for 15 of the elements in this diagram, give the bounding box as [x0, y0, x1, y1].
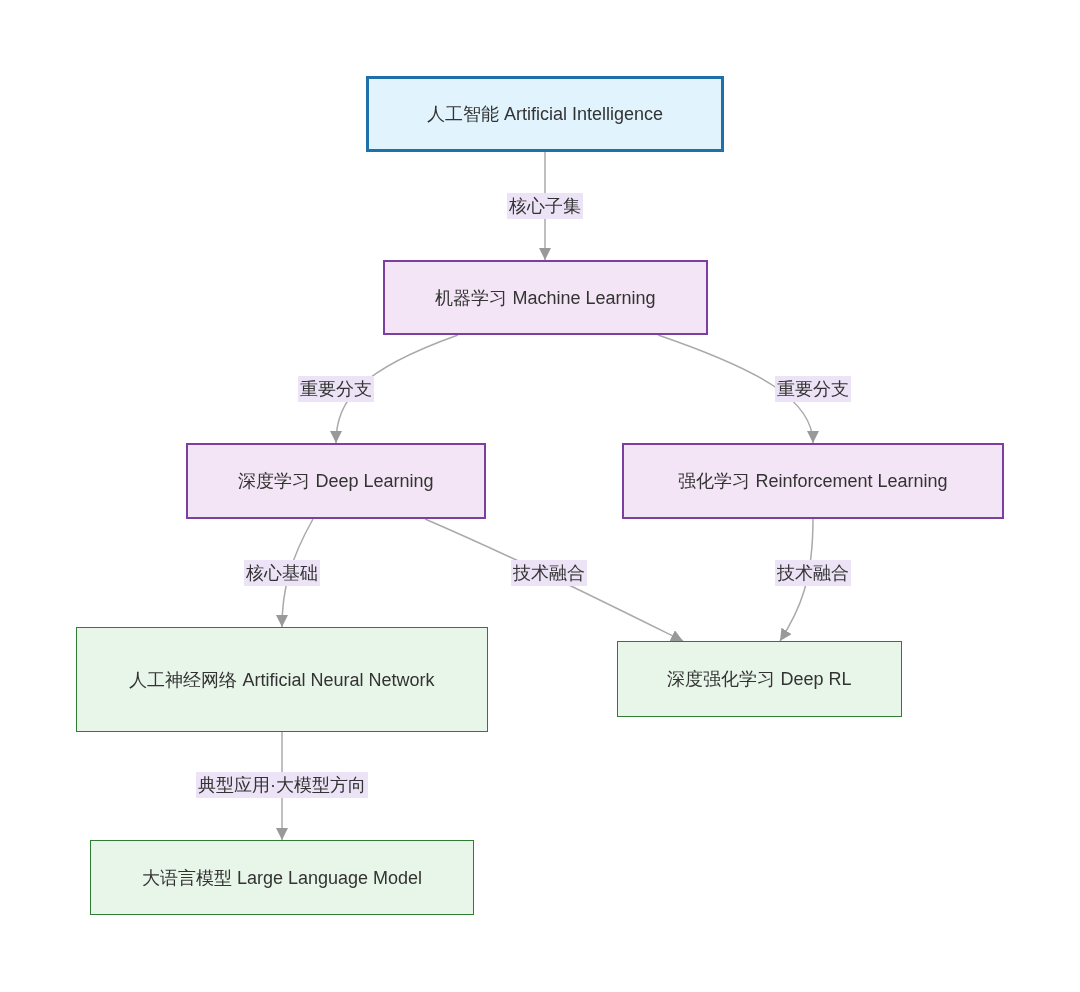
process-box: 大语言模型 Large Language Model	[90, 840, 474, 915]
edge-label: 技术融合	[511, 560, 587, 586]
edge-label: 重要分支	[775, 376, 851, 402]
arrow	[657, 334, 818, 444]
process-box: 机器学习 Machine Learning	[383, 260, 708, 335]
process-box: 深度学习 Deep Learning	[186, 443, 486, 519]
process-box: 人工智能 Artificial Intelligence	[366, 76, 724, 152]
edge-label: 技术融合	[775, 560, 851, 586]
edge-label: 核心子集	[507, 193, 583, 219]
process-box: 人工神经网络 Artificial Neural Network	[76, 627, 488, 732]
edge-label: 核心基础	[244, 560, 320, 586]
edge-label: 典型应用·大模型方向	[196, 772, 368, 798]
process-box: 强化学习 Reinforcement Learning	[622, 443, 1004, 519]
edge-label: 重要分支	[298, 376, 374, 402]
process-box: 深度强化学习 Deep RL	[617, 641, 902, 717]
